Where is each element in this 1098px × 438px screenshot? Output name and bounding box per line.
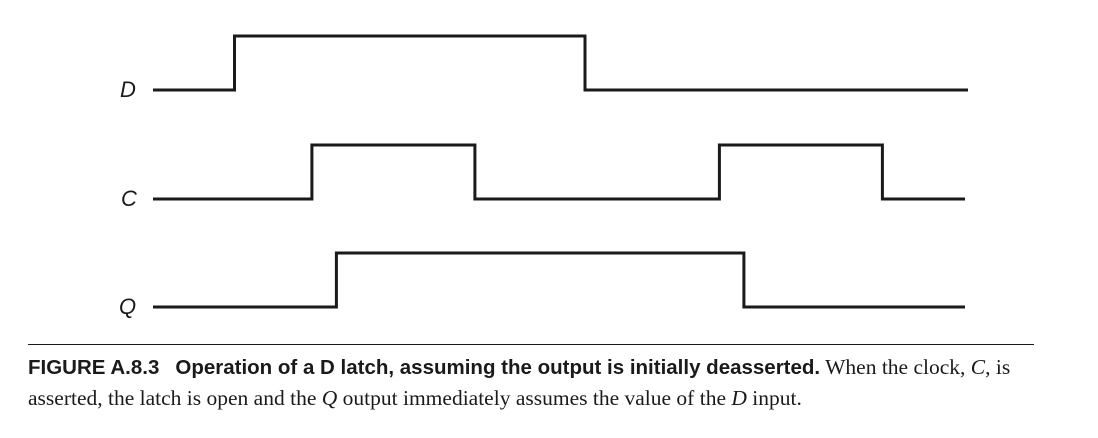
- figure-caption: FIGURE A.8.3 Operation of a D latch, assu…: [28, 352, 1068, 413]
- caption-var-q: Q: [321, 386, 338, 410]
- signal-label-c: C: [121, 186, 137, 211]
- caption-rule: [28, 344, 1034, 345]
- waveform-q: [153, 251, 965, 309]
- caption-text-1: When the clock,: [820, 355, 971, 379]
- waveform-c: [153, 143, 965, 201]
- caption-var-d: D: [731, 386, 747, 410]
- figure-title: Operation of a D latch, assuming the out…: [175, 356, 821, 379]
- timing-diagram: D C Q: [119, 34, 968, 319]
- figure-number: FIGURE A.8.3: [28, 356, 160, 379]
- signal-d: D: [120, 34, 968, 102]
- caption-text-2: , is asserted, the latch is open and the: [28, 355, 1011, 410]
- caption-text-3: output immediately assumes the value of …: [337, 386, 732, 410]
- caption-text-4: input.: [746, 386, 802, 410]
- signal-label-d: D: [120, 77, 136, 102]
- caption-var-c: C: [970, 355, 986, 379]
- signal-c: C: [121, 143, 965, 211]
- signal-q: Q: [119, 251, 965, 319]
- signal-label-q: Q: [119, 294, 136, 319]
- waveform-d: [153, 34, 968, 92]
